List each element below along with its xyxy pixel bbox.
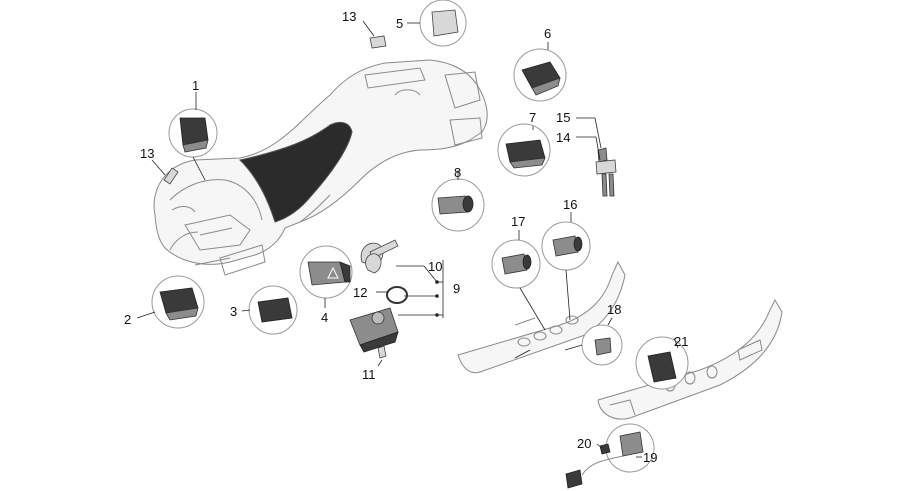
part-14-15-bulb-holder: [595, 147, 617, 197]
part-19-connector-plug: [565, 469, 583, 489]
part-13-bulb-left: [163, 167, 179, 185]
label-12: 12: [353, 285, 367, 300]
leader-lines: [136, 20, 679, 458]
part-16-connector: [541, 221, 591, 271]
label-18: 18: [607, 302, 621, 317]
label-17: 17: [511, 214, 525, 229]
part-3-switch: [248, 285, 298, 335]
part-11-screw: [377, 345, 387, 359]
part-8-connector: [431, 178, 485, 232]
junction-dots: [435, 280, 439, 317]
part-20-nut: [599, 443, 611, 455]
label-15: 15: [556, 110, 570, 125]
handlebar-cover-assembly: [153, 59, 488, 276]
part-10-keys: [360, 239, 399, 274]
part-9-ignition-lock: [349, 307, 399, 353]
part-1-switch: [168, 108, 218, 158]
part-7-switch-block: [497, 123, 551, 177]
part-6-switch: [513, 48, 567, 102]
label-7: 7: [529, 110, 536, 125]
part-19-sensor: [581, 423, 655, 476]
label-13-left: 13: [140, 146, 154, 161]
label-1: 1: [192, 78, 199, 93]
label-2: 2: [124, 312, 131, 327]
label-11: 11: [362, 367, 376, 382]
part-21-pad: [635, 336, 689, 390]
lower-panel-strip: [457, 260, 626, 374]
label-14: 14: [556, 130, 570, 145]
part-12-ring: [386, 286, 408, 304]
label-6: 6: [544, 26, 551, 41]
label-5: 5: [396, 16, 403, 31]
part-18-plug: [581, 324, 623, 366]
part-2-switch: [151, 275, 205, 329]
part-4-hazard-switch: [299, 245, 353, 299]
part-17-connector: [491, 239, 541, 289]
part-5-cover: [419, 0, 467, 47]
label-4: 4: [321, 310, 328, 325]
label-9: 9: [453, 281, 460, 296]
rear-panel-strip: [597, 298, 783, 420]
callout-labels: 1 2 3 4 5 6 7 8 9 10 11 12 13 13 14 15 1…: [124, 9, 688, 465]
label-10: 10: [428, 259, 442, 274]
label-8: 8: [454, 165, 461, 180]
label-13-top: 13: [342, 9, 356, 24]
label-3: 3: [230, 304, 237, 319]
part-13-bulb-top: [369, 35, 387, 49]
label-20: 20: [577, 436, 591, 451]
label-16: 16: [563, 197, 577, 212]
label-19: 19: [643, 450, 657, 465]
label-21: 21: [674, 334, 688, 349]
